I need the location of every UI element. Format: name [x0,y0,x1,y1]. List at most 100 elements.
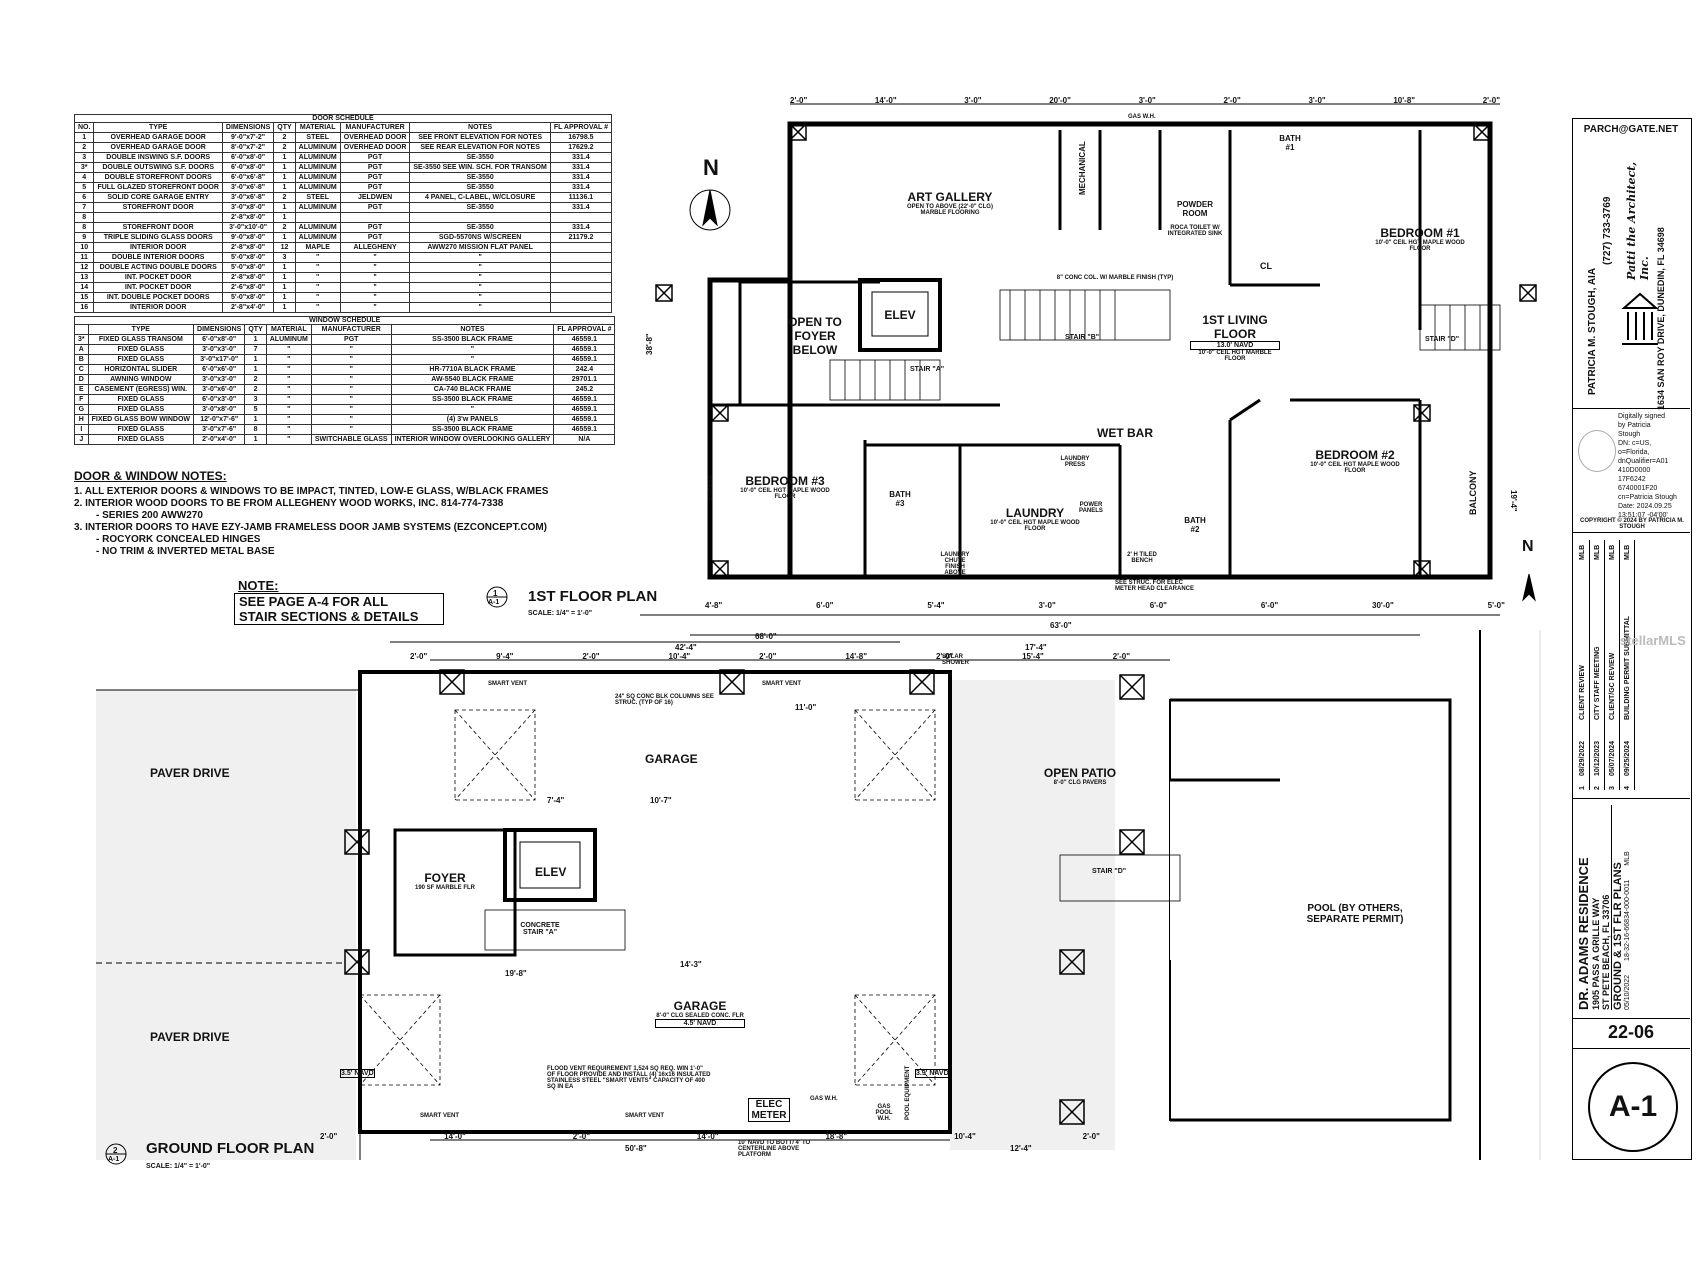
room-open-patio: OPEN PATIO 8'-0" CLG PAVERS [1043,766,1117,786]
room-living: 1ST LIVING FLOOR 13.0' NAVD 10'-0" CEIL … [1190,313,1280,362]
navd-left: 3.5' NAVD [340,1069,375,1078]
door-schedule-title: DOOR SCHEDULE [74,114,613,122]
powder-room-sub: ROCA TOILET W/ INTEGRATED SINK [1167,225,1223,237]
copyright: COPYRIGHT © 2024 BY PATRICIA M. STOUGH [1580,518,1684,530]
drawing-meta: 05/10/2022 18-32-16-66834-000-0011 MLB [1624,805,1631,1010]
divider [1572,408,1690,409]
note-line: - ROCYORK CONCEALED HINGES [96,534,261,545]
right-total-dimension: 19'-4" [1509,490,1518,512]
ground-floor-tag-sheet: A-1 [108,1156,120,1163]
firm-name: Patti the Architect, Inc. [1625,161,1651,280]
concrete-stair-label: CONCRETE STAIR "A" [520,922,560,936]
laundry-press-label: LAUNDRY PRESS [1060,456,1090,468]
window-schedule-title: WINDOW SCHEDULE [74,316,616,324]
architect-name: PATRICIA M. STOUGH, AIA [1587,267,1598,395]
job-number: 22-06 [1607,1022,1655,1042]
egress-label: EGRESS [708,474,714,500]
columns-note: 24" SQ CONC BLK COLUMNS SEE STRUC. (TYP … [615,694,714,706]
seal-stamp [1578,430,1616,472]
note-line: - NO TRIM & INVERTED METAL BASE [96,546,275,557]
first-floor-tag-sheet: A-1 [488,599,500,606]
sheet-number: A-1 [1588,1062,1678,1152]
ground-bottom-dimensions: 2'-0"14'-0"2'-0"14'-0"18'-8"10'-4"2'-0" [320,1132,1100,1141]
room-bedroom-3: BEDROOM #3 10'-0" CEIL HGT MAPLE WOOD FL… [740,474,830,500]
bath2-label: BATH #2 [1184,516,1206,534]
elev-label: ELEV [884,308,916,322]
ground-overall-top: 68'-0" [755,632,777,641]
parcel-number: 18-32-16-66834-000-0011 [1624,879,1631,961]
ground-mid-dim: 7'-4" [547,796,565,805]
ground-elev-label: ELEV [535,865,567,879]
overall-dimension: 63'-0" [1050,621,1072,630]
smart-vent-label: SMART VENT [488,681,527,687]
ground-floor-tag-num: 2 [113,1146,118,1155]
project-info: DR. ADAMS RESIDENCE 1905 PASS A GRILLE W… [1576,805,1631,1010]
door-window-notes: DOOR & WINDOW NOTES: 1. ALL EXTERIOR DOO… [74,470,634,558]
schedule-cell: N/A [553,434,616,445]
bath1-label: BATH #1 [1279,134,1301,152]
architect-address: 1634 SAN ROY DRIVE, DUNEDIN, FL 34698 [1656,227,1666,410]
ground-top-a: 42'-4" [675,643,697,652]
paver-drive-top: PAVER DRIVE [150,766,230,780]
divider [1572,798,1690,799]
drawing-date: 05/10/2022 [1624,974,1631,1010]
stair-b-label: STAIR "B" [1065,334,1100,341]
stair-note-box: NOTE: SEE PAGE A-4 FOR ALL STAIR SECTION… [234,578,444,625]
ground-bottom-total: 50'-8" [625,1144,647,1153]
column-note: 8" CONC COL. W/ MARBLE FINISH (TYP) [1056,275,1174,281]
room-bedroom-1: BEDROOM #1 10'-0" CEIL HGT MAPLE WOOD FL… [1375,226,1465,252]
schedule-cell: 16 [73,302,95,313]
firm-logo-icon [1621,292,1659,345]
first-floor-tag-num: 1 [493,589,498,598]
project-address-2: ST PETE BEACH, FL 33706 [1601,894,1611,1010]
room-garage-bottom: GARAGE 8'-0" CLG SEALED CONC. FLR 4.5' N… [655,999,745,1028]
smart-vent-label: SMART VENT [762,681,801,687]
power-panels-label: POWER PANELS [1079,502,1103,514]
pool-label: POOL (BY OTHERS, SEPARATE PERMIT) [1306,903,1404,925]
project-address-1: 1905 PASS A GRILLE WAY [1591,897,1601,1010]
sheet-name: GROUND & 1ST FLR PLANS [1611,805,1624,1010]
powder-room-label: POWDER ROOM [1177,200,1213,218]
flood-vent-note: FLOOD VENT REQUIREMENT 1,524 SQ REQ. WIN… [547,1066,711,1090]
schedule-cell [549,302,613,313]
divider [1572,1018,1690,1019]
first-floor-scale: SCALE: 1/4" = 1'-0" [528,610,593,617]
room-bedroom-2: BEDROOM #2 10'-0" CEIL HGT MAPLE WOOD FL… [1310,448,1400,474]
first-floor-title: 1ST FLOOR PLAN [528,588,658,605]
smart-vent-label: SMART VENT [625,1113,664,1119]
divider [1572,532,1690,533]
note-box-line: SEE PAGE A-4 FOR ALL [234,593,444,609]
top-dimensions: 2'-0"14'-0"3'-0"20'-0"3'-0"2'-0"3'-0"10'… [790,96,1500,105]
schedule-cell: " [265,434,312,445]
schedule-cell: 1 [244,434,267,445]
ground-mid-dim: 11'-0" [795,703,817,712]
ground-gas-wh-label: GAS W.H. [810,1096,838,1102]
divider [1572,1048,1690,1049]
ground-top-dimensions: 2'-0"9'-4"2'-0"10'-4"2'-0"14'-8"2'-0"15'… [410,652,1130,661]
room-foyer: FOYER 190 SF MARBLE FLR [414,871,475,891]
ground-floor-scale: SCALE: 1/4" = 1'-0" [146,1163,211,1170]
navd-right: 3.9' NAVD [915,1069,950,1078]
schedule-cell: " [294,302,341,313]
notes-heading: DOOR & WINDOW NOTES: [74,469,227,483]
note-box-heading: NOTE: [238,578,279,593]
ground-mid-dim: 14'-3" [680,960,702,969]
left-total-dimension: 38'-8" [645,333,654,355]
stair-d-label: STAIR "D" [1425,336,1460,343]
balcony-label: BALCONY [1468,470,1478,516]
room-garage-top: GARAGE [645,752,698,766]
ground-mid-dim: 10'-7" [650,796,672,805]
